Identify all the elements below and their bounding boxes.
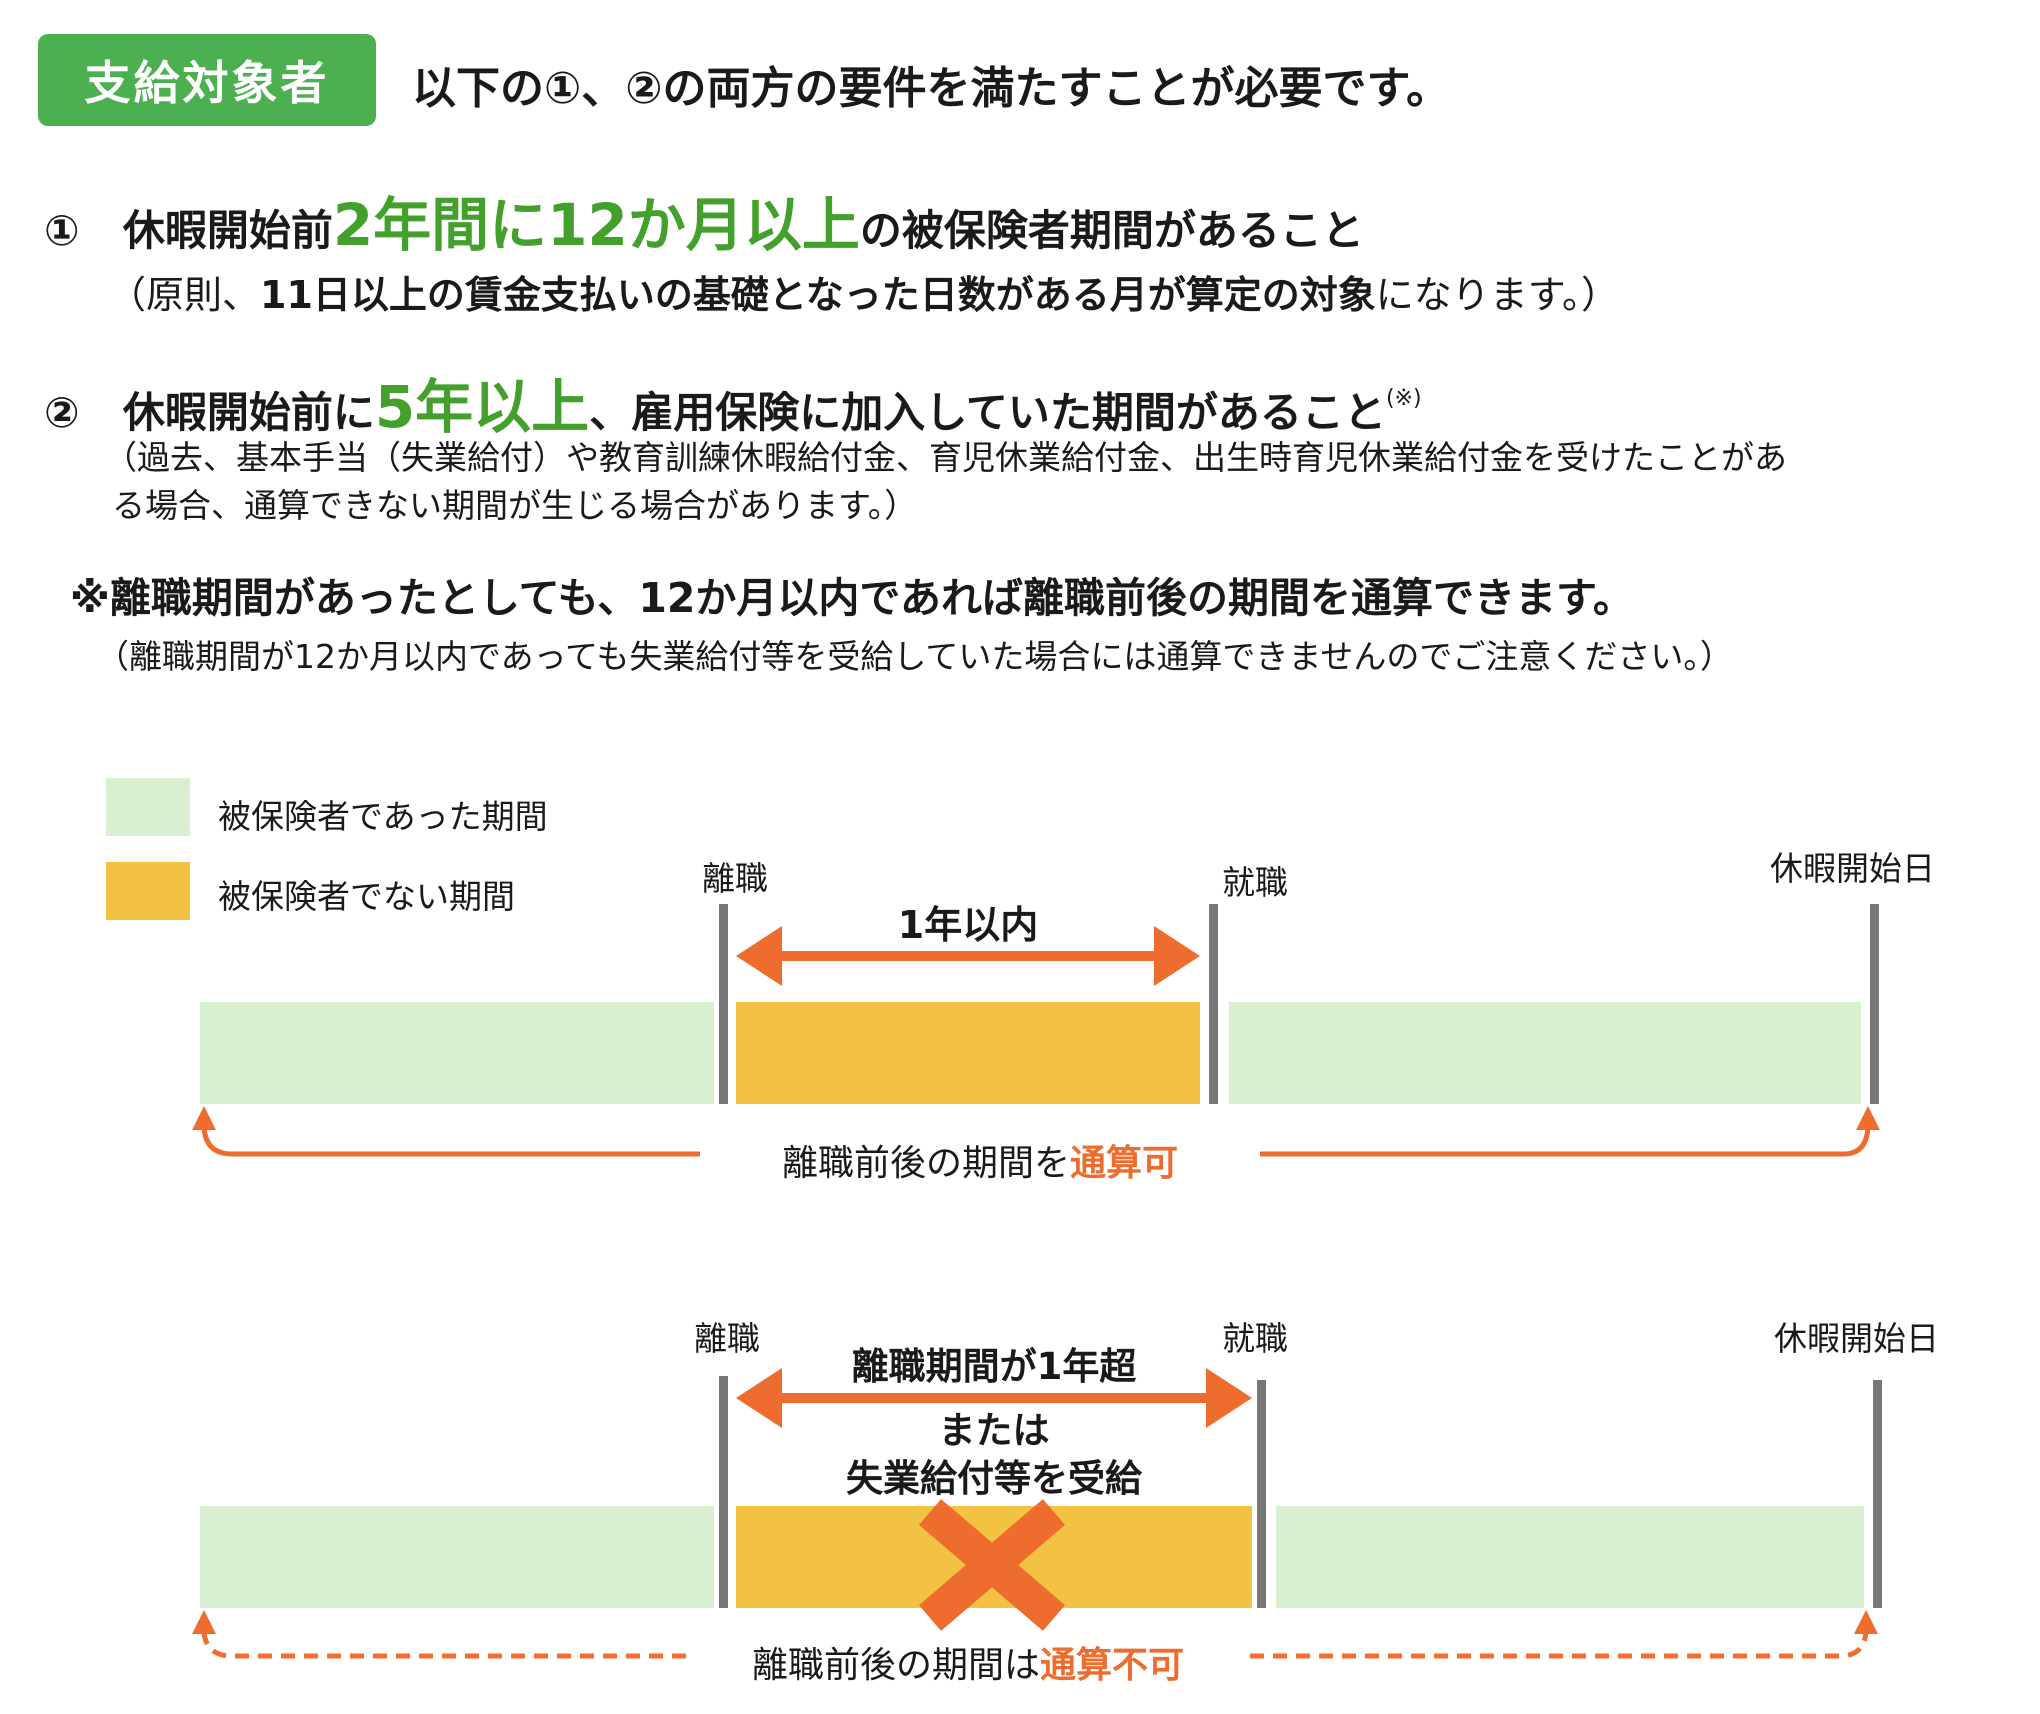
condition-1-highlight: 2年間に12か月以上 [332,191,860,259]
legend-insured-swatch [106,778,190,836]
legend-insured-label: 被保険者であった期間 [218,797,548,836]
d2-span-label-2: または [938,1409,1050,1452]
d2-insured-before [200,1506,714,1608]
target-badge: 支給対象者 [38,34,376,126]
intro-text: 以下の①、②の両方の要件を満たすことが必要です。 [412,63,1451,114]
d2-result: 離職前後の期間は通算不可 [686,1636,1250,1688]
d1-start-marker [1870,904,1879,1104]
d1-result-strong: 通算可 [1070,1143,1179,1184]
d2-result-arrow-right [1250,1631,1869,1659]
d2-insured-after [1276,1506,1864,1608]
condition-2-pre: 休暇開始前に [122,388,375,437]
legend-not-insured-label: 被保険者でない期間 [218,877,515,916]
condition-1-note-bold: 11日以上の賃金支払いの基礎となった日数がある月が算定の対象 [260,273,1376,317]
condition-2-note-1: （過去、基本手当（失業給付）や教育訓練休暇給付金、育児休業給付金、出生時育児休業… [104,438,1787,477]
d1-result-pre: 離職前後の期間を [781,1143,1070,1184]
footnote-sub: （離職期間が12か月以内であっても失業給付等を受給していた場合には通算できません… [96,637,1733,676]
d1-span-label: 1年以内 [897,903,1039,947]
d2-result-arrow-left [201,1631,686,1659]
d1-leave-label: 離職 [702,859,768,898]
condition-2-highlight: 5年以上 [374,373,590,441]
condition-1-note: （原則、11日以上の賃金支払いの基礎となった日数がある月が算定の対象になります。… [108,264,1619,319]
legend-not-insured-swatch [106,862,190,920]
d1-result-arrow-right [1260,1127,1871,1157]
d1-employ-label: 就職 [1222,863,1288,902]
condition-2-mark: (※) [1385,386,1422,411]
condition-2: ② 休暇開始前に5年以上、雇用保険に加入していた期間があること(※) [44,360,1422,444]
d1-insured-before [200,1002,714,1104]
footnote-main: ※離職期間があったとしても、12か月以内であれば離職前後の期間を通算できます。 [70,574,1634,622]
condition-1-number: ① [44,206,80,255]
condition-1-post: の被保険者期間があること [859,206,1364,255]
d1-result: 離職前後の期間を通算可 [700,1134,1260,1186]
condition-2-post: 、雇用保険に加入していた期間があること [589,388,1386,437]
d1-gap-period [736,1002,1200,1104]
d2-result-pre: 離職前後の期間は [751,1645,1040,1686]
d2-start-marker [1873,1380,1882,1608]
condition-1: ① 休暇開始前2年間に12か月以上の被保険者期間があること [44,178,1364,262]
d2-span-label-3: 失業給付等を受給 [846,1457,1142,1500]
condition-2-number: ② [44,388,80,437]
d2-leave-label: 離職 [694,1319,760,1358]
d2-span-arrow [736,1368,1252,1428]
d2-start-label: 休暇開始日 [1774,1319,1939,1358]
d1-result-arrow-left [201,1127,700,1157]
d1-leave-marker [719,904,728,1104]
condition-1-note-close: になります。） [1375,273,1619,317]
d2-span-label-1: 離職期間が1年超 [851,1345,1137,1388]
d2-employ-marker [1257,1380,1266,1608]
d2-leave-marker [719,1376,728,1608]
condition-2-note-2: る場合、通算できない期間が生じる場合があります。） [112,486,918,525]
d2-cross-mark [918,1499,1066,1631]
d1-insured-after [1229,1002,1861,1104]
d1-employ-marker [1209,904,1218,1104]
d1-span-arrow [736,926,1200,986]
d1-start-label: 休暇開始日 [1770,849,1935,888]
d2-employ-label: 就職 [1222,1319,1288,1358]
condition-1-note-open: （原則、 [108,273,261,317]
d2-result-strong: 通算不可 [1040,1645,1185,1686]
condition-1-pre: 休暇開始前 [122,206,333,255]
